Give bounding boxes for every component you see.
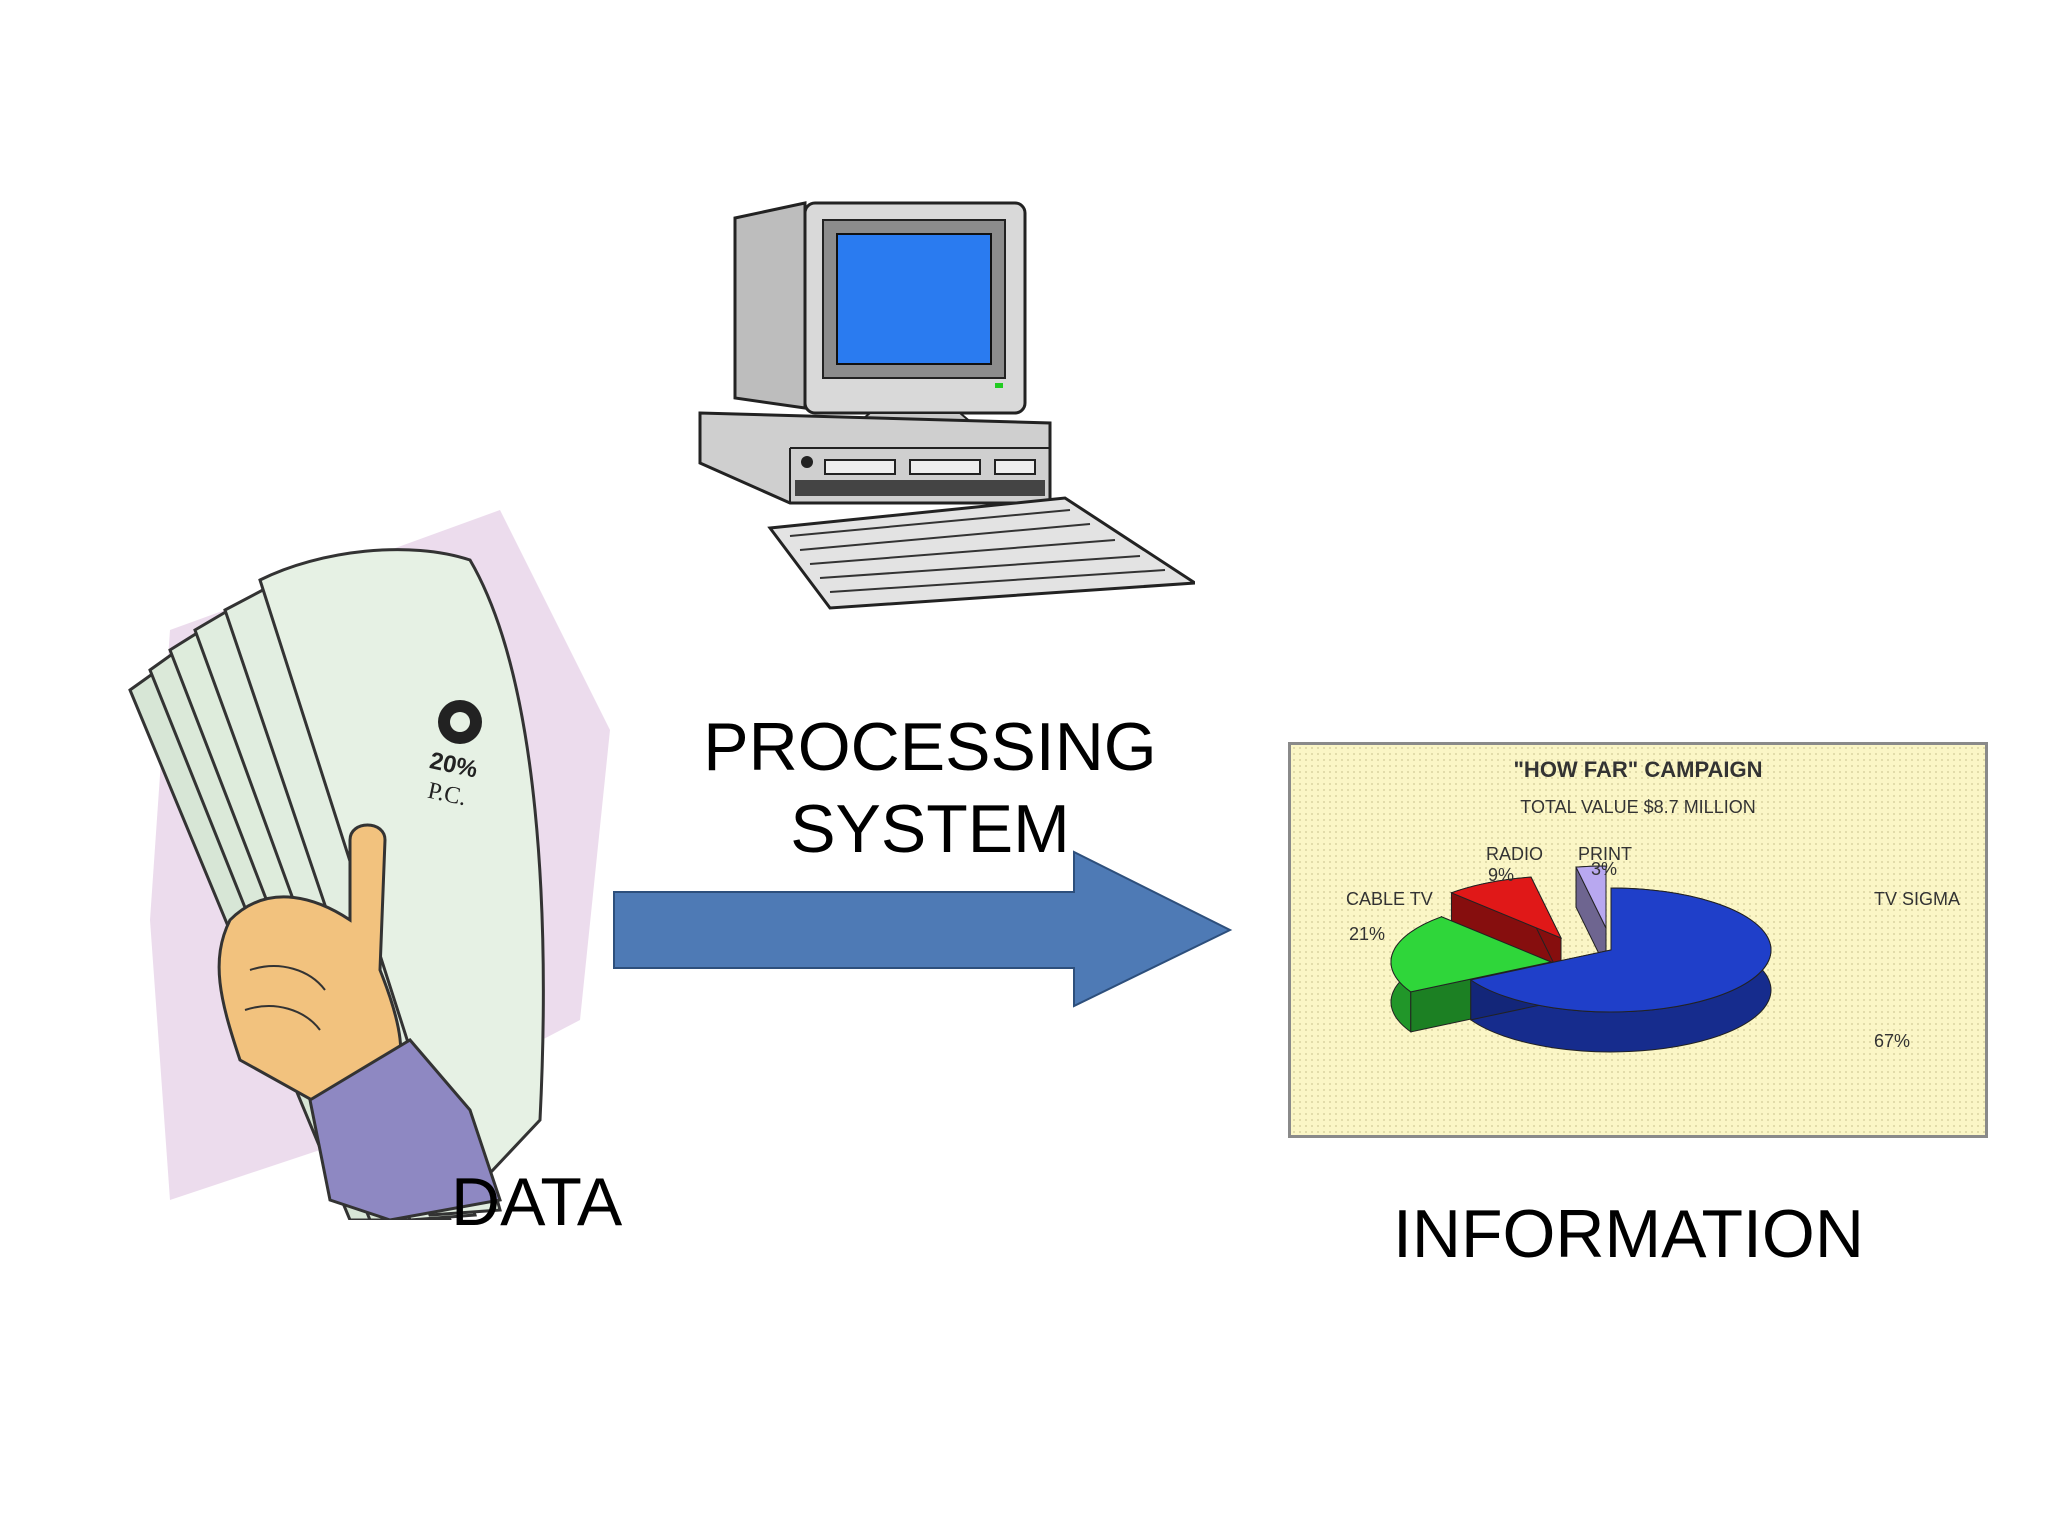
desktop-computer-icon <box>698 201 1195 610</box>
slice-label-print: PRINT <box>1578 844 1632 864</box>
chart-title: "HOW FAR" CAMPAIGN <box>1514 757 1763 782</box>
slice-value-cable-tv: 21% <box>1349 924 1385 944</box>
data-label: DATA <box>451 1164 623 1240</box>
chart-subtitle: TOTAL VALUE $8.7 MILLION <box>1520 797 1755 817</box>
processing-label-line1: PROCESSING <box>703 709 1157 785</box>
slice-value-radio: 9% <box>1488 865 1514 885</box>
pie-slice-print <box>1575 865 1607 969</box>
hand-holding-papers-icon: 20% P.C. <box>128 510 610 1220</box>
computer-illustration <box>698 201 1195 610</box>
computer-screen <box>836 233 992 365</box>
processing-system-label: PROCESSING SYSTEM <box>700 706 1160 870</box>
right-arrow-icon <box>613 850 1233 1008</box>
slice-label-tv-sigma: TV SIGMA <box>1874 889 1960 909</box>
slice-label-radio: RADIO <box>1486 844 1543 864</box>
information-chart-panel: "HOW FAR" CAMPAIGN TOTAL VALUE $8.7 MILL… <box>1288 742 1988 1138</box>
process-arrow <box>613 850 1233 1008</box>
slice-value-tv-sigma: 67% <box>1874 1031 1910 1051</box>
processing-label-line2: SYSTEM <box>790 791 1070 867</box>
pie-slice-tv-sigma <box>1469 887 1772 1053</box>
information-label: INFORMATION <box>1393 1196 1864 1272</box>
pie-chart: "HOW FAR" CAMPAIGN TOTAL VALUE $8.7 MILL… <box>1346 757 1960 1053</box>
slice-value-print: 3% <box>1591 859 1617 879</box>
papers-illustration: 20% P.C. <box>128 510 610 1220</box>
slice-label-cable-tv: CABLE TV <box>1346 889 1433 909</box>
